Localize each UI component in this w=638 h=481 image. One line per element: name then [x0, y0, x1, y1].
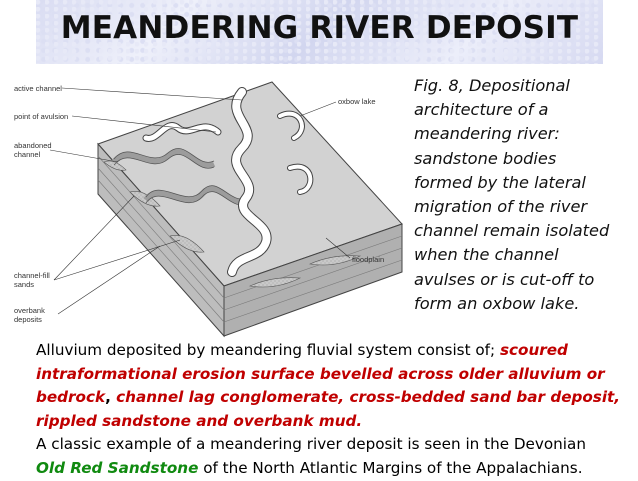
right-strata: [223, 235, 403, 323]
caption-line: Fig. 8, Depositional: [414, 76, 570, 95]
label-active-channel: active channel: [14, 84, 62, 93]
body-text: Alluvium deposited by meandering fluvial…: [36, 339, 636, 481]
example-text-1: A classic example of a meandering river …: [36, 435, 586, 454]
body-intro: Alluvium deposited by meandering fluvial…: [36, 341, 500, 359]
label-point-of-avulsion: point of avulsion: [14, 112, 68, 121]
caption-line: architecture of a: [414, 100, 549, 120]
abandoned-meander-outlines: [113, 148, 249, 206]
front-strata: [97, 155, 225, 323]
leader-lines: [49, 87, 351, 315]
example-formation-name: Old Red Sandstone: [36, 458, 199, 477]
body-line-3: bedrock, channel lag conglomerate, cross…: [36, 386, 636, 410]
label-floodplain: floodplain: [352, 255, 384, 264]
caption-line: formed by the lateral: [414, 172, 586, 192]
oxbow-lakes: [277, 110, 314, 195]
deposit-feature-lag: channel lag conglomerate, cross-bedded s…: [116, 388, 621, 407]
label-overbank-2: deposits: [14, 315, 42, 324]
label-channel-fill-1: channel-fill: [14, 271, 50, 280]
caption-line: avulses or is cut-off to: [414, 269, 595, 289]
page-title: MEANDERING RIVER DEPOSIT: [60, 10, 579, 46]
caption-line: when the channel: [414, 245, 559, 265]
block-right-face: [223, 223, 403, 337]
deposit-feature-scoured: scoured: [499, 341, 568, 359]
label-oxbow-lake: oxbow lake: [338, 97, 376, 106]
body-line-1: Alluvium deposited by meandering fluvial…: [36, 339, 636, 363]
caption-line: meandering river:: [414, 124, 560, 144]
deposit-feature-erosion-surface: intraformational erosion surface bevelle…: [36, 364, 605, 383]
caption-line: migration of the river: [414, 197, 588, 217]
block-diagram: active channel point of avulsion abandon…: [14, 81, 403, 338]
channel-fill-lenses: [103, 160, 362, 288]
figure-caption: Fig. 8, Depositional architecture of a m…: [414, 74, 634, 316]
deposit-feature-ripples: rippled sandstone and overbank mud.: [36, 411, 363, 430]
deposit-feature-bedrock: bedrock: [36, 388, 106, 407]
label-abandoned-channel-2: channel: [14, 150, 41, 159]
label-channel-fill-2: sands: [14, 280, 34, 289]
body-line-2: intraformational erosion surface bevelle…: [36, 363, 636, 387]
caption-line: channel remain isolated: [414, 221, 610, 241]
abandoned-meander-belts: [111, 148, 250, 205]
active-channel-water: [228, 88, 271, 276]
title-banner: MEANDERING RIVER DEPOSIT: [36, 0, 603, 64]
body-line-4: rippled sandstone and overbank mud.: [36, 410, 636, 434]
body-comma: ,: [105, 388, 117, 407]
label-abandoned-channel-1: abandoned: [14, 141, 52, 150]
body-line-6: Old Red Sandstone of the North Atlantic …: [36, 457, 636, 481]
body-line-5: A classic example of a meandering river …: [36, 433, 636, 457]
caption-line: sandstone bodies: [414, 148, 557, 168]
example-text-2: of the North Atlantic Margins of the App…: [198, 458, 583, 477]
caption-line: form an oxbow lake.: [414, 293, 580, 313]
label-overbank-1: overbank: [14, 306, 45, 315]
